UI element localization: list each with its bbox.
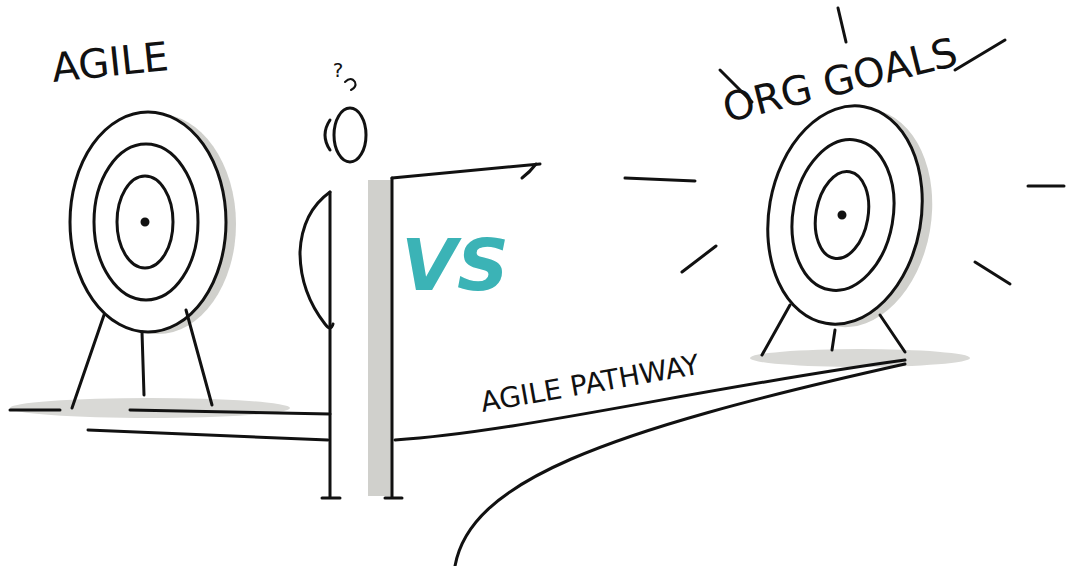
question-mark: ? (329, 58, 348, 82)
target-label: AGILE (46, 34, 175, 91)
path-label: AGILE PATHWAY (474, 348, 705, 419)
versus-label: VS (397, 227, 513, 303)
